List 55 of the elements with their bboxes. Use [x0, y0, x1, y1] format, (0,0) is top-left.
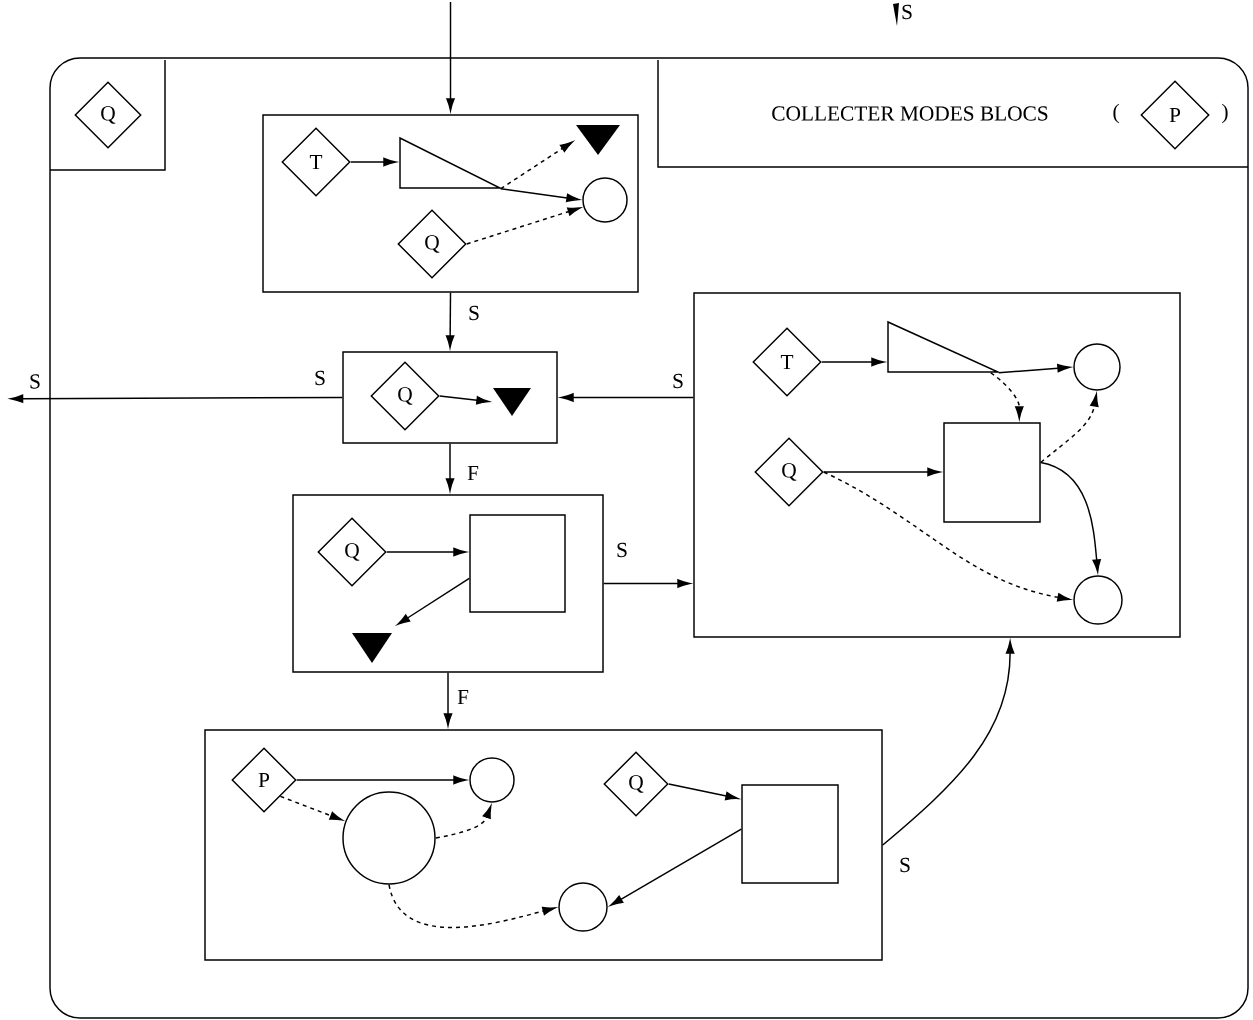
arrow	[823, 467, 941, 477]
circle	[582, 177, 628, 223]
edge-label: S	[312, 369, 328, 387]
arrow	[603, 579, 691, 588]
block-box	[262, 114, 639, 293]
arrow	[386, 547, 467, 557]
arrow	[279, 795, 343, 821]
block-box	[342, 351, 558, 444]
arrow	[500, 188, 580, 203]
outer-frame	[49, 57, 1249, 1019]
arrow	[10, 394, 343, 403]
block-box	[204, 729, 883, 961]
filled-triangle	[493, 388, 531, 416]
arrow	[823, 471, 1071, 602]
square-box	[741, 784, 839, 884]
arrow	[445, 292, 455, 349]
arrow	[821, 357, 885, 367]
arrow	[990, 372, 1024, 420]
arrow	[560, 393, 694, 402]
square-box	[943, 422, 1041, 523]
arrow	[668, 783, 739, 801]
arrow	[500, 141, 573, 190]
filled-triangle	[352, 633, 392, 663]
arrow	[296, 775, 467, 785]
edge-label: S	[670, 372, 686, 390]
arrow	[350, 157, 397, 167]
square-box	[469, 514, 566, 613]
arrow	[443, 672, 453, 727]
arrow	[1040, 393, 1099, 464]
arrow	[435, 805, 492, 839]
circle	[342, 791, 436, 885]
arrow	[998, 363, 1071, 374]
block-box	[693, 292, 1181, 638]
filled-triangle	[576, 125, 620, 155]
edge-label: S	[466, 304, 482, 322]
arrow	[610, 828, 742, 906]
arrow	[445, 443, 455, 492]
arrow	[397, 577, 470, 625]
block-box	[292, 494, 604, 673]
edge-label: S	[897, 856, 913, 874]
circle	[1073, 575, 1123, 625]
signal-label: S	[30, 374, 40, 389]
arrow	[388, 884, 556, 929]
arrow	[466, 207, 581, 245]
signal-label: S	[902, 4, 912, 20]
arrow	[1040, 461, 1101, 573]
edge-label: F	[465, 464, 481, 482]
circle	[1073, 343, 1121, 391]
edge-label: F	[455, 688, 471, 706]
circle	[558, 882, 608, 932]
arrow	[439, 395, 490, 405]
edge-label: S	[614, 541, 630, 559]
arrow	[446, 1, 455, 112]
circle	[469, 757, 515, 803]
arrow	[882, 640, 1015, 846]
